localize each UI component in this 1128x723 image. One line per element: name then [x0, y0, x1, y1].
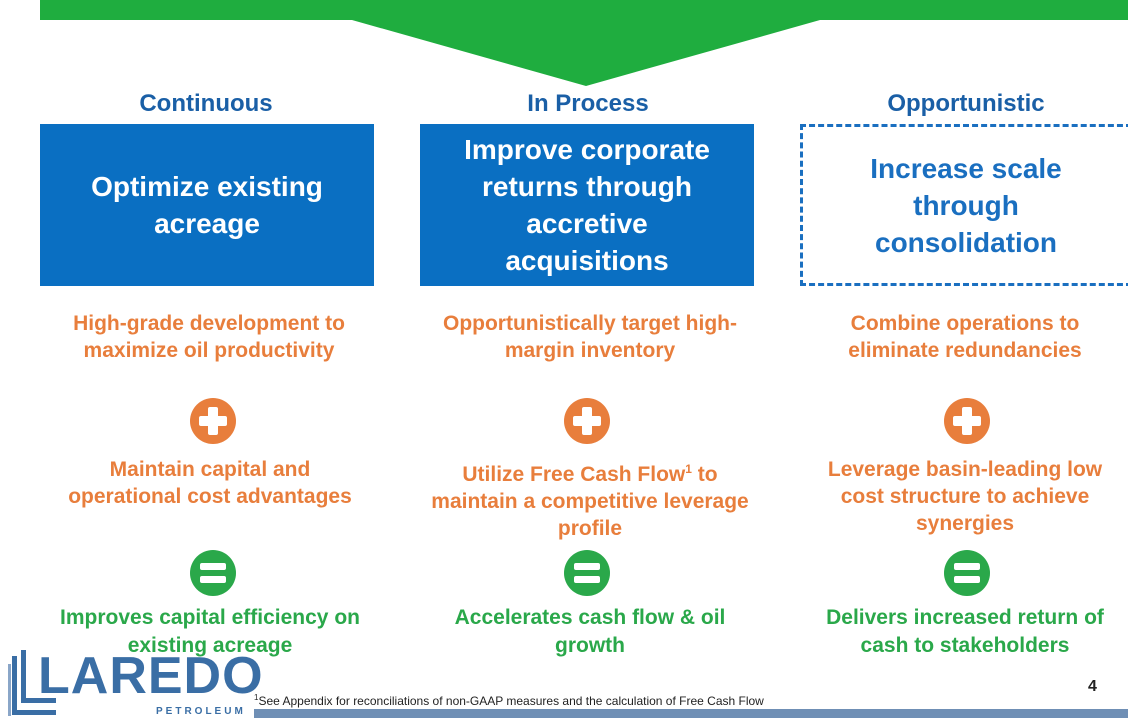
heading-continuous: Continuous — [139, 90, 273, 117]
footer-rule — [254, 709, 1128, 718]
footnote-marker: 1 — [685, 462, 692, 476]
item-opportunistically-target: Opportunistically target high-margin inv… — [442, 312, 737, 362]
item-high-grade-development: High-grade development to maximize oil p… — [73, 312, 345, 362]
plus-circle-icon — [564, 398, 610, 444]
heading-opportunistic: Opportunistic — [887, 90, 1045, 117]
footnote-number: 1 — [254, 693, 259, 702]
item-maintain-capital: Maintain capital and operational cost ad… — [68, 458, 352, 508]
plus-circle-icon — [944, 398, 990, 444]
item-leverage-basin-leading: Leverage basin-leading low cost structur… — [827, 458, 1103, 535]
utilize-fcf-text: Utilize Free Cash Flow — [462, 463, 686, 486]
result-delivers-increased-return: Delivers increased return of cash to sta… — [826, 606, 1104, 657]
equals-circle-icon — [564, 550, 610, 596]
box-increase-scale: Increase scale through consolidation — [800, 124, 1128, 286]
box-optimize-existing-acreage: Optimize existing acreage — [40, 124, 374, 286]
result-improves-capital-efficiency: Improves capital efficiency on existing … — [60, 606, 360, 657]
logo-mark-icon — [8, 650, 56, 716]
equals-circle-icon — [944, 550, 990, 596]
item-utilize-free-cash-flow: Utilize Free Cash Flow1 to maintain a co… — [430, 456, 750, 542]
result-accelerates-cash-flow: Accelerates cash flow & oil growth — [454, 606, 726, 657]
green-banner-arrow — [40, 0, 1128, 86]
item-combine-operations: Combine operations to eliminate redundan… — [848, 312, 1082, 362]
footnote-text: See Appendix for reconciliations of non-… — [258, 694, 764, 708]
laredo-petroleum-logo: LAREDO PETROLEUM — [8, 647, 263, 718]
equals-circle-icon — [190, 550, 236, 596]
footnote: 1See Appendix for reconciliations of non… — [254, 693, 764, 708]
logo-subtext: PETROLEUM — [156, 706, 246, 717]
plus-circle-icon — [190, 398, 236, 444]
utilize-fcf-text-cont: to maintain a competitive leverage profi… — [431, 463, 749, 540]
logo-wordmark: LAREDO — [38, 647, 264, 705]
heading-in-process: In Process — [527, 90, 649, 117]
box-improve-corporate-returns: Improve corporate returns through accret… — [420, 124, 754, 286]
page-number: 4 — [1088, 678, 1097, 695]
